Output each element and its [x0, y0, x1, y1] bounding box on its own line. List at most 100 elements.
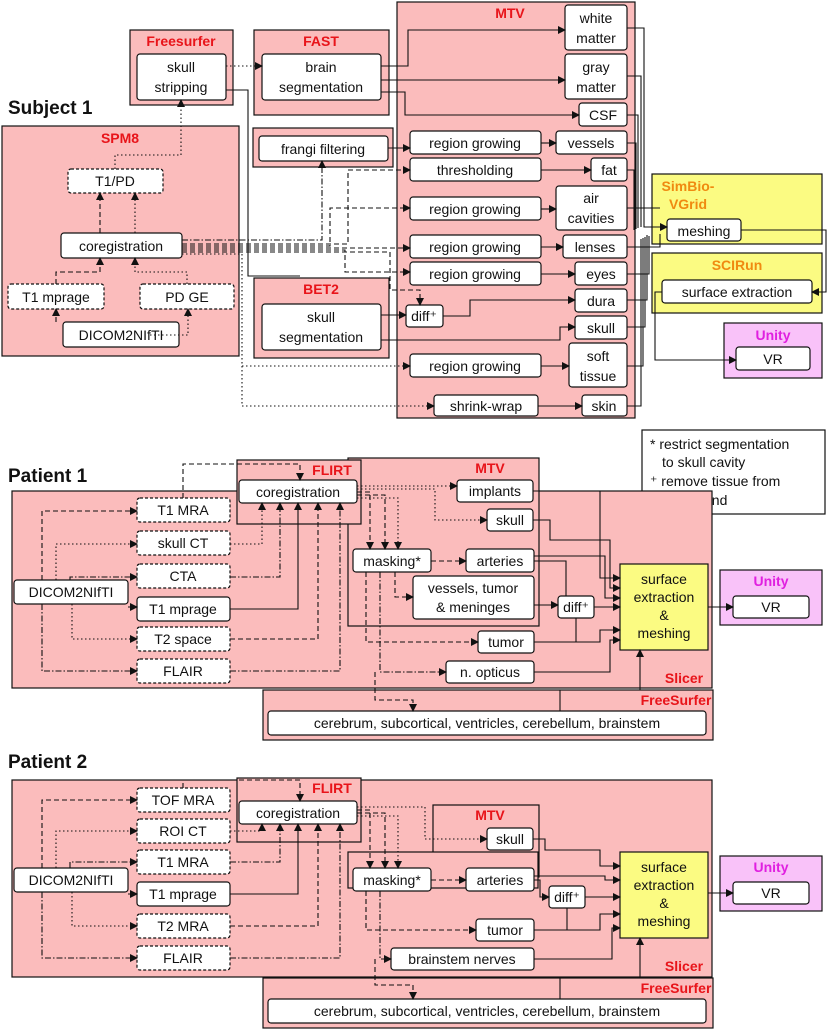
region-growing-vessels-label: region growing	[429, 135, 521, 151]
dicom2nifti-box-p2	[13, 867, 129, 893]
surf-label-1-p1: surface	[641, 571, 687, 587]
skull-label-p1: skull	[496, 512, 524, 528]
lenses-label: lenses	[575, 239, 615, 255]
t2space-label-p1: T2 space	[154, 631, 212, 647]
region-growing-lenses-label: region growing	[429, 239, 521, 255]
surface-meshing-box-p1	[619, 563, 709, 651]
gray-matter-label-2: matter	[576, 79, 616, 95]
flair-label-p1: FLAIR	[163, 663, 203, 679]
freesurfer-output-label-p2: cerebrum, subcortical, ventricles, cereb…	[314, 1003, 660, 1019]
patient1-connectors	[41, 463, 734, 712]
dicom2nifti-label-p1: DICOM2NIfTI	[29, 584, 114, 600]
tumor-label-p2: tumor	[487, 922, 523, 938]
arteries-label-p2: arteries	[477, 872, 524, 888]
skullct-box-p1	[136, 530, 231, 556]
nopticus-label-p1: n. opticus	[460, 664, 520, 680]
mtv-title: MTV	[495, 5, 525, 21]
surf-label-3-p2: &	[659, 895, 669, 911]
csf-label: CSF	[589, 107, 617, 123]
shrink-wrap-label: shrink-wrap	[450, 398, 523, 414]
t1mprage-label-p1: T1 mprage	[149, 601, 217, 617]
surf-label-4-p2: meshing	[638, 913, 691, 929]
t2mra-label-p2: T2 MRA	[157, 918, 209, 934]
surf-label-2-p2: extraction	[634, 877, 695, 893]
mtv-title-p2: MTV	[475, 807, 505, 823]
vr-label-s1: VR	[763, 351, 782, 367]
air-cavities-label-2: cavities	[568, 210, 615, 226]
bet2-title: BET2	[303, 281, 339, 297]
subject1-connectors	[52, 26, 827, 410]
vr-label-p2: VR	[761, 885, 780, 901]
skull-stripping-label-2: stripping	[155, 79, 208, 95]
dicom2nifti-box-p1	[13, 579, 129, 605]
eyes-label: eyes	[586, 266, 616, 282]
freesurfer-title: Freesurfer	[146, 33, 216, 49]
vessels-label-2-p1: & meninges	[436, 599, 510, 615]
unity-title: Unity	[756, 327, 791, 343]
surface-extraction-label: surface extraction	[682, 284, 793, 300]
skull-seg-label-2: segmentation	[279, 329, 363, 345]
soft-tissue-label-1: soft	[587, 348, 610, 364]
flair-label-p2: FLAIR	[163, 950, 203, 966]
skin-label: skin	[592, 398, 617, 414]
spm8-coregistration-label: coregistration	[79, 238, 163, 254]
dicom2nifti-label: DICOM2NIfTI	[79, 327, 164, 343]
skull-stripping-label-1: skull	[167, 59, 195, 75]
fast-title: FAST	[303, 33, 339, 49]
white-matter-label-2: matter	[576, 30, 616, 46]
surf-label-3-p1: &	[659, 607, 669, 623]
pdge-label: PD GE	[165, 289, 209, 305]
mtv-title-p1: MTV	[475, 460, 505, 476]
surf-label-4-p1: meshing	[638, 625, 691, 641]
t1mra-label-p2: T1 MRA	[157, 854, 209, 870]
region-growing-air-label: region growing	[429, 201, 521, 217]
vr-label-p1: VR	[761, 599, 780, 615]
spm8-title: SPM8	[101, 130, 139, 146]
coregistration-label-p2: coregistration	[256, 805, 340, 821]
skullct-label-p1: skull CT	[158, 535, 209, 551]
surf-label-1-p2: surface	[641, 859, 687, 875]
t1pd-box	[67, 168, 164, 194]
surface-meshing-box-p2	[619, 851, 709, 939]
surf-label-2-p1: extraction	[634, 589, 695, 605]
legend-line-1: * restrict segmentation	[650, 436, 789, 452]
white-matter-label-1: white	[579, 10, 613, 26]
gray-matter-label-1: gray	[582, 59, 609, 75]
scirun-title: SCIRun	[712, 257, 763, 273]
section-title-subject1: Subject 1	[8, 98, 93, 119]
t1mprage-label: T1 mprage	[22, 289, 90, 305]
air-cavities-label-1: air	[583, 190, 599, 206]
region-growing-soft-label: region growing	[429, 358, 521, 374]
diff-label-s1: diff⁺	[411, 308, 437, 324]
cta-label-p1: CTA	[170, 568, 198, 584]
brain-segmentation-box	[261, 53, 382, 101]
brain-seg-label-1: brain	[305, 59, 336, 75]
unity-title-p2: Unity	[754, 859, 789, 875]
skull-label-p2: skull	[496, 831, 524, 847]
legend-line-2: to skull cavity	[662, 454, 745, 470]
brain-seg-label-2: segmentation	[279, 79, 363, 95]
slicer-title-p1: Slicer	[665, 670, 704, 686]
diff-label-p1: diff⁺	[563, 599, 589, 615]
implants-label-p1: implants	[469, 483, 521, 499]
t1pd-label: T1/PD	[95, 173, 135, 189]
skull-label: skull	[587, 320, 615, 336]
tofmra-label-p2: TOF MRA	[152, 792, 215, 808]
masking-label-p2: masking*	[363, 872, 421, 888]
patient2-connectors	[41, 779, 734, 1000]
masking-label-p1: masking*	[363, 553, 421, 569]
section-title-patient1: Patient 1	[8, 466, 88, 487]
slicer-title-p2: Slicer	[665, 958, 704, 974]
tumor-label-p1: tumor	[488, 634, 524, 650]
unity-title-p1: Unity	[754, 573, 789, 589]
section-title-patient2: Patient 2	[8, 752, 87, 773]
arteries-label-p1: arteries	[477, 553, 524, 569]
dicom2nifti-label-p2: DICOM2NIfTI	[29, 872, 114, 888]
thresholding-label: thresholding	[437, 162, 513, 178]
flirt-title-p2: FLIRT	[312, 780, 352, 796]
t1mra-box-p1	[136, 497, 231, 523]
t1mra-label-p1: T1 MRA	[157, 502, 209, 518]
meshing-label: meshing	[678, 223, 731, 239]
skull-segmentation-box	[261, 303, 382, 351]
